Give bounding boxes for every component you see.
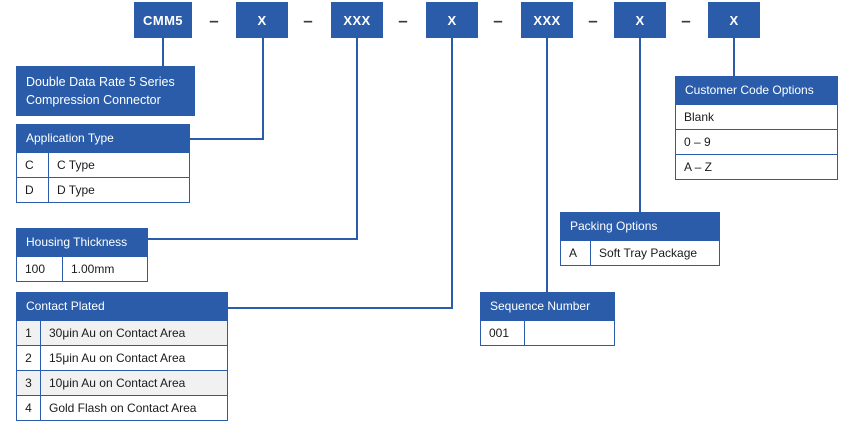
connector-housing-horizontal xyxy=(148,238,358,240)
table-row: 100 1.00mm xyxy=(16,256,148,282)
application-type-value: D Type xyxy=(48,177,190,203)
panel-customer-code-options: Customer Code Options Blank 0 – 9 A – Z xyxy=(675,76,838,180)
contact-plated-key: 2 xyxy=(16,345,41,371)
contact-plated-key: 1 xyxy=(16,320,41,346)
code-box-application-type[interactable]: X xyxy=(236,2,288,38)
panel-series-title-line1: Double Data Rate 5 Series xyxy=(26,75,175,89)
code-box-sequence-number[interactable]: XXX xyxy=(521,2,573,38)
table-row: 001 xyxy=(480,320,615,346)
panel-contact-plated-title: Contact Plated xyxy=(16,292,228,320)
separator-3: – xyxy=(398,11,408,30)
contact-plated-table: 1 30μin Au on Contact Area 2 15μin Au on… xyxy=(16,320,228,421)
code-box-housing-thickness[interactable]: XXX xyxy=(331,2,383,38)
panel-housing-thickness-title: Housing Thickness xyxy=(16,228,148,256)
table-row: 3 10μin Au on Contact Area xyxy=(16,370,228,396)
separator-2: – xyxy=(303,11,313,30)
connector-packing xyxy=(639,38,641,214)
connector-application-horizontal xyxy=(190,138,264,140)
separator-1: – xyxy=(209,11,219,30)
packing-options-table: A Soft Tray Package xyxy=(560,240,720,266)
connector-application-vertical xyxy=(262,38,264,140)
code-box-contact-plated[interactable]: X xyxy=(426,2,478,38)
panel-contact-plated: Contact Plated 1 30μin Au on Contact Are… xyxy=(16,292,228,421)
application-type-key: D xyxy=(16,177,49,203)
table-row: D D Type xyxy=(16,177,190,203)
application-type-value: C Type xyxy=(48,152,190,178)
panel-customer-code-options-title: Customer Code Options xyxy=(675,76,838,104)
table-row: A Soft Tray Package xyxy=(560,240,720,266)
contact-plated-key: 4 xyxy=(16,395,41,421)
housing-thickness-value: 1.00mm xyxy=(62,256,148,282)
sequence-number-table: 001 xyxy=(480,320,615,346)
panel-series: Double Data Rate 5 Series Compression Co… xyxy=(16,66,195,116)
connector-sequence xyxy=(546,38,548,294)
table-row: A – Z xyxy=(675,154,838,180)
connector-housing-vertical xyxy=(356,38,358,240)
panel-sequence-number-title: Sequence Number xyxy=(480,292,615,320)
separator-6: – xyxy=(681,11,691,30)
contact-plated-key: 3 xyxy=(16,370,41,396)
customer-code-options-value: 0 – 9 xyxy=(675,129,838,155)
contact-plated-value: 30μin Au on Contact Area xyxy=(40,320,228,346)
packing-options-value: Soft Tray Package xyxy=(590,240,720,266)
application-type-table: C C Type D D Type xyxy=(16,152,190,203)
separator-4: – xyxy=(493,11,503,30)
panel-series-title-line2: Compression Connector xyxy=(26,93,161,107)
panel-sequence-number: Sequence Number 001 xyxy=(480,292,615,346)
table-row: Blank xyxy=(675,104,838,130)
housing-thickness-key: 100 xyxy=(16,256,63,282)
connector-series xyxy=(162,38,164,68)
table-row: C C Type xyxy=(16,152,190,178)
contact-plated-value: 15μin Au on Contact Area xyxy=(40,345,228,371)
code-box-packing-options[interactable]: X xyxy=(614,2,666,38)
panel-packing-options: Packing Options A Soft Tray Package xyxy=(560,212,720,266)
table-row: 4 Gold Flash on Contact Area xyxy=(16,395,228,421)
connector-contact-vertical xyxy=(451,38,453,309)
housing-thickness-table: 100 1.00mm xyxy=(16,256,148,282)
contact-plated-value: 10μin Au on Contact Area xyxy=(40,370,228,396)
connector-contact-horizontal xyxy=(228,307,453,309)
customer-code-options-value: Blank xyxy=(675,104,838,130)
customer-code-options-table: Blank 0 – 9 A – Z xyxy=(675,104,838,180)
table-row: 2 15μin Au on Contact Area xyxy=(16,345,228,371)
sequence-number-key: 001 xyxy=(480,320,525,346)
table-row: 1 30μin Au on Contact Area xyxy=(16,320,228,346)
code-box-customer-code[interactable]: X xyxy=(708,2,760,38)
panel-housing-thickness: Housing Thickness 100 1.00mm xyxy=(16,228,148,282)
packing-options-key: A xyxy=(560,240,591,266)
code-box-series[interactable]: CMM5 xyxy=(134,2,192,38)
sequence-number-value xyxy=(524,320,615,346)
application-type-key: C xyxy=(16,152,49,178)
panel-packing-options-title: Packing Options xyxy=(560,212,720,240)
customer-code-options-value: A – Z xyxy=(675,154,838,180)
contact-plated-value: Gold Flash on Contact Area xyxy=(40,395,228,421)
connector-customer xyxy=(733,38,735,78)
separator-5: – xyxy=(588,11,598,30)
table-row: 0 – 9 xyxy=(675,129,838,155)
panel-application-type: Application Type C C Type D D Type xyxy=(16,124,190,203)
panel-series-title: Double Data Rate 5 Series Compression Co… xyxy=(16,66,195,116)
panel-application-type-title: Application Type xyxy=(16,124,190,152)
